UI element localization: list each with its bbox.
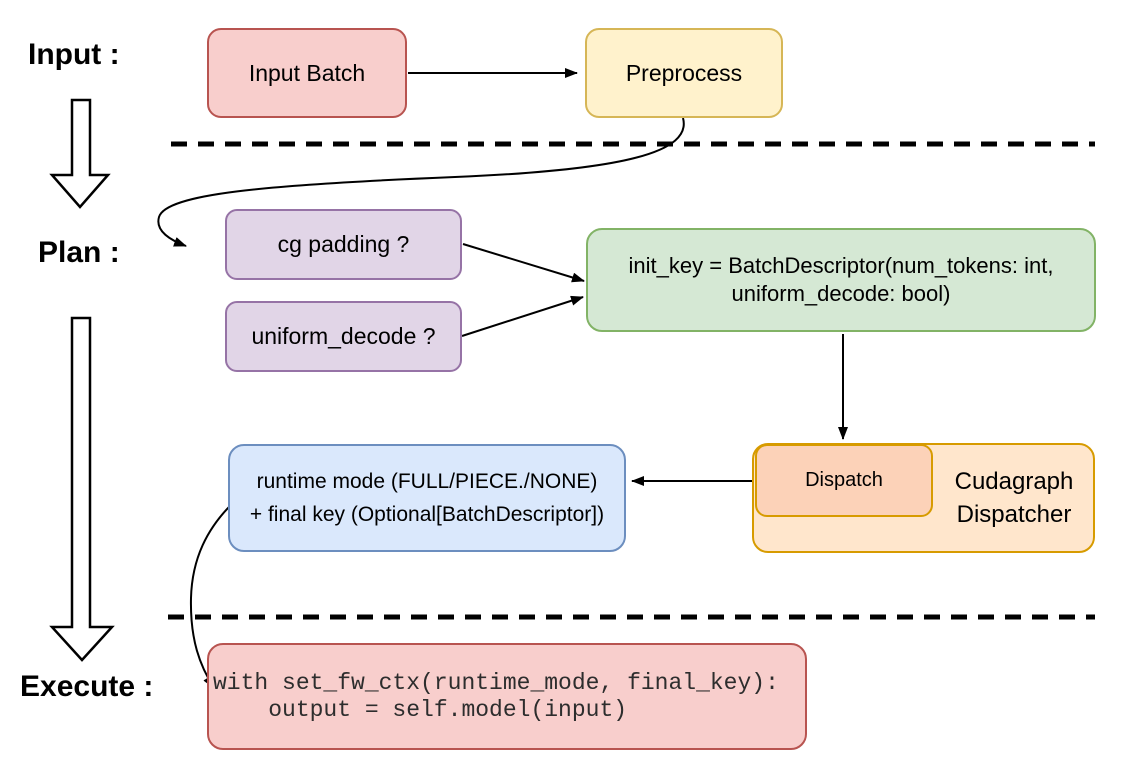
node-input-batch-label: Input Batch <box>248 59 366 86</box>
arrow-cg-padding-to-init-key <box>462 243 585 283</box>
execute-code-line2: output = self.model(input) <box>213 696 628 723</box>
node-init-key: init_key = BatchDescriptor(num_tokens: i… <box>586 228 1096 332</box>
cudagraph-label-line1: Cudagraph <box>954 468 1074 495</box>
node-cg-padding: cg padding ? <box>225 209 462 280</box>
node-input-batch: Input Batch <box>207 28 407 118</box>
node-uniform-decode-label: uniform_decode ? <box>251 323 436 350</box>
section-label-plan: Plan : <box>38 236 120 269</box>
section-label-input: Input : <box>28 38 120 71</box>
node-dispatch: Dispatch <box>755 444 933 517</box>
node-cudagraph-dispatcher-label: Cudagraph Dispatcher <box>933 443 1095 553</box>
flow-arrow-input-to-plan-icon <box>49 98 111 209</box>
node-runtime-mode-label-line2: + final key (Optional[BatchDescriptor]) <box>249 503 605 526</box>
node-preprocess-label: Preprocess <box>625 59 743 86</box>
node-init-key-label-line1: init_key = BatchDescriptor(num_tokens: i… <box>628 253 1054 278</box>
arrow-uniform-decode-to-init-key <box>461 295 584 337</box>
cudagraph-label-line2: Dispatcher <box>956 501 1072 528</box>
node-init-key-label-line2: uniform_decode: bool) <box>731 281 951 306</box>
arrow-runtime-mode-to-execute-code <box>189 499 237 689</box>
node-dispatch-label: Dispatch <box>805 469 883 491</box>
flow-arrow-plan-to-execute-icon <box>49 316 115 662</box>
arrow-preprocess-to-cg-padding <box>157 117 685 247</box>
node-cg-padding-label: cg padding ? <box>277 231 410 258</box>
section-label-execute: Execute : <box>20 670 154 703</box>
node-runtime-mode-label-line1: runtime mode (FULL/PIECE./NONE) <box>256 470 598 493</box>
node-uniform-decode: uniform_decode ? <box>225 301 462 372</box>
node-preprocess: Preprocess <box>585 28 783 118</box>
execute-code-line1: with set_fw_ctx(runtime_mode, final_key)… <box>213 669 779 696</box>
node-runtime-mode: runtime mode (FULL/PIECE./NONE) + final … <box>228 444 626 552</box>
node-execute-code: with set_fw_ctx(runtime_mode, final_key)… <box>207 643 807 750</box>
